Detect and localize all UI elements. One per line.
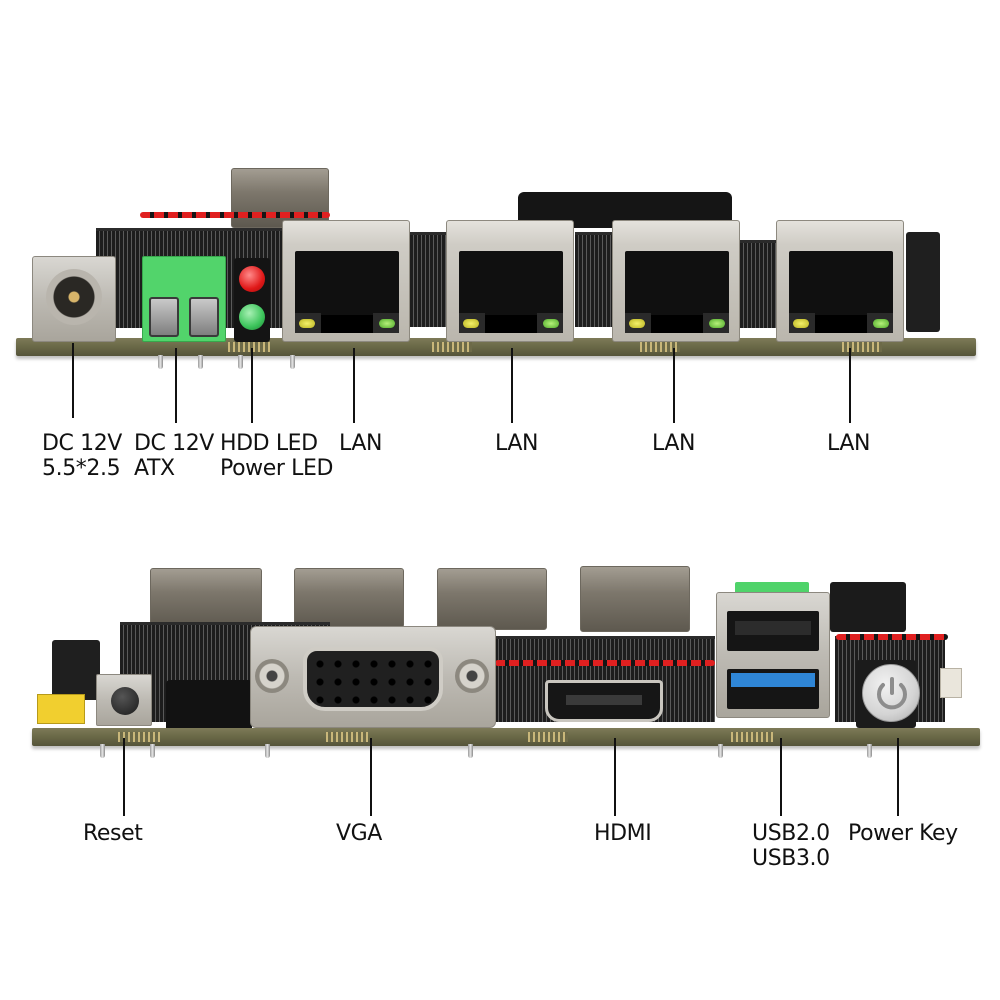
label-lan-2: LAN	[495, 431, 539, 456]
solder-pin	[198, 355, 203, 369]
dc-jack-socket	[46, 269, 102, 325]
solder-pin	[158, 355, 163, 369]
yellow-jumper	[37, 694, 85, 724]
lan-port-1	[282, 220, 410, 342]
red-black-wire	[836, 634, 948, 640]
lan-jack-opening	[789, 251, 893, 333]
terminal-screw	[149, 297, 179, 337]
gold-contacts	[842, 342, 882, 352]
gold-contacts	[228, 342, 270, 352]
red-black-wire	[495, 660, 715, 666]
solder-pin	[718, 744, 723, 758]
usb3-tongue	[731, 673, 815, 687]
side-connector	[906, 232, 940, 332]
rear-dc-jack	[830, 582, 906, 632]
rear-lan-shield	[294, 568, 404, 628]
rear-usb-shield	[231, 168, 329, 228]
label-power-key: Power Key	[848, 821, 958, 846]
leader-line-vga	[370, 738, 372, 816]
vga-socket	[303, 647, 443, 711]
label-reset: Reset	[83, 821, 143, 846]
gold-contacts	[640, 342, 680, 352]
usb-stack	[716, 592, 830, 718]
solder-pin	[867, 744, 872, 758]
hdd-led	[239, 266, 265, 292]
gold-contacts	[118, 732, 160, 742]
buzzer	[166, 680, 252, 732]
leader-line-lan-1	[353, 348, 355, 423]
leader-line-hdmi	[614, 738, 616, 816]
solder-pin	[290, 355, 295, 369]
leader-line-reset	[123, 738, 125, 816]
rear-lan-shield	[437, 568, 547, 630]
fan-connector	[940, 668, 962, 698]
atx-terminal-block	[142, 256, 226, 342]
solder-pin	[468, 744, 473, 758]
leader-line-leds	[251, 348, 253, 423]
usb3-port	[727, 669, 819, 709]
lan-port-4	[776, 220, 904, 342]
label-lan-4: LAN	[827, 431, 871, 456]
terminal-screw	[189, 297, 219, 337]
rear-green-terminal	[735, 582, 809, 594]
reset-button-cap	[111, 687, 139, 715]
power-key-base	[856, 660, 916, 728]
gold-contacts	[326, 732, 368, 742]
solder-pin	[100, 744, 105, 758]
board-slot	[575, 232, 615, 327]
gold-contacts	[432, 342, 472, 352]
lan-jack-opening	[459, 251, 563, 333]
leader-line-lan-4	[849, 348, 851, 423]
board-slot	[835, 636, 945, 722]
gold-contacts	[731, 732, 773, 742]
leader-line-power-key	[897, 738, 899, 816]
solder-pin	[238, 355, 243, 369]
hdmi-tongue	[566, 695, 642, 705]
hdmi-port	[545, 680, 663, 722]
red-black-wire	[140, 212, 330, 218]
label-atx: DC 12V ATX	[134, 431, 214, 481]
board-slot	[410, 232, 450, 327]
label-dc-jack: DC 12V 5.5*2.5	[42, 431, 122, 481]
label-lan-1: LAN	[339, 431, 383, 456]
board-slot	[740, 240, 780, 328]
solder-pin	[150, 744, 155, 758]
vga-screw-left	[255, 659, 289, 693]
led-holder	[234, 258, 270, 342]
leader-line-usb	[780, 738, 782, 816]
label-usb: USB2.0 USB3.0	[752, 821, 830, 871]
leader-line-dc-jack	[72, 343, 74, 418]
label-leds: HDD LED Power LED	[220, 431, 334, 481]
solder-pin	[265, 744, 270, 758]
lan-jack-opening	[295, 251, 399, 333]
board-slot	[120, 622, 330, 722]
pin-header	[52, 640, 100, 700]
top-board-view: DC 12V 5.5*2.5 DC 12V ATX HDD LED Power …	[16, 168, 976, 481]
vga-screw-right	[455, 659, 489, 693]
usb2-tongue	[735, 621, 811, 635]
usb2-port	[727, 611, 819, 651]
power-icon	[877, 677, 907, 710]
board-slot	[495, 636, 715, 722]
power-key-button	[862, 664, 920, 722]
dc-jack	[32, 256, 116, 342]
vga-port	[250, 626, 496, 728]
leader-line-atx	[175, 348, 177, 423]
rear-lan-shield	[150, 568, 262, 628]
lan-jack-opening	[625, 251, 729, 333]
gold-contacts	[528, 732, 568, 742]
leader-line-lan-3	[673, 348, 675, 423]
reset-button	[96, 674, 152, 726]
lan-port-2	[446, 220, 574, 342]
pcb-edge	[32, 728, 980, 746]
label-hdmi: HDMI	[594, 821, 652, 846]
leader-line-lan-2	[511, 348, 513, 423]
rear-lan-shield	[580, 566, 690, 632]
power-led	[239, 304, 265, 330]
label-lan-3: LAN	[652, 431, 696, 456]
label-vga: VGA	[336, 821, 382, 846]
lan-port-3	[612, 220, 740, 342]
